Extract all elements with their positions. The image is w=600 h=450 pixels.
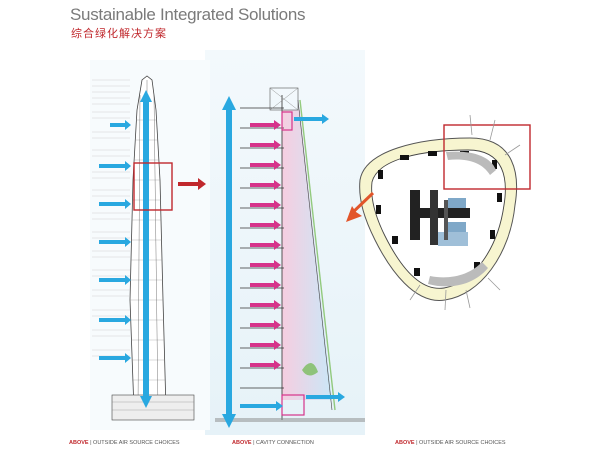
caption-elevation: ABOVE | OUTSIDE AIR SOURCE CHOICES [69,440,180,446]
page-subtitle: 综合绿化解决方案 [71,27,167,40]
vertical-flow-icon [140,90,152,408]
right-arrow-icon [99,120,131,363]
level-lines [92,79,130,357]
caption-cavity: ABOVE | CAVITY CONNECTION [232,440,314,446]
floor-plan [346,114,531,311]
caption-plan: ABOVE | OUTSIDE AIR SOURCE CHOICES [395,440,506,446]
vertical-flow-icon [222,96,236,428]
cavity-section [215,87,365,422]
callout-frame [133,162,173,211]
page-title: Sustainable Integrated Solutions [70,5,306,24]
callout-arrow-icon [178,178,206,190]
